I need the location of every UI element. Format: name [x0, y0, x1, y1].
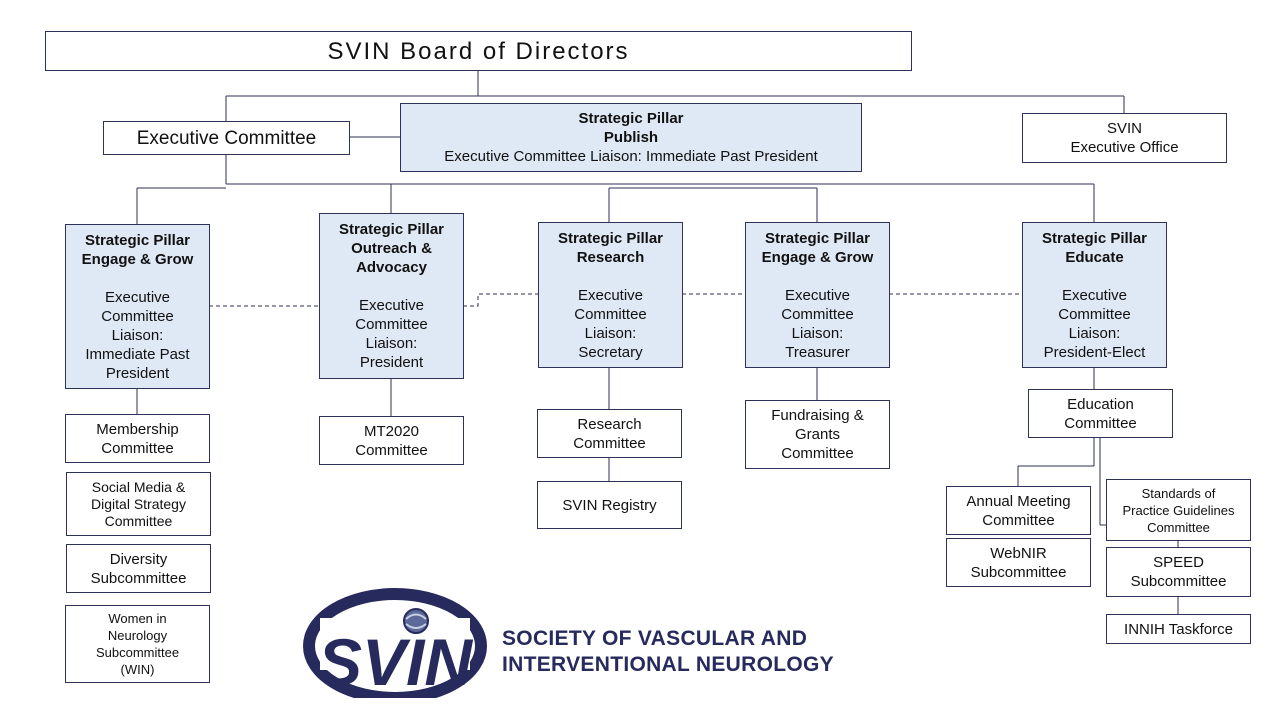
exec-office-line2: Executive Office [1070, 139, 1179, 156]
executive-office-box: SVIN Executive Office [1022, 113, 1227, 163]
publish-pillar-liaison: Executive Committee Liaison: Immediate P… [444, 148, 818, 165]
box-line: Annual Meeting [966, 492, 1071, 510]
liaison-line: Secretary [578, 344, 643, 361]
webnir-subcommittee-box: WebNIR Subcommittee [946, 538, 1091, 587]
box-line: Research [577, 415, 642, 433]
pillar-subtitle: Research [576, 249, 645, 266]
pillar-outreach-advocacy: Strategic Pillar Outreach & Advocacy Exe… [319, 213, 464, 379]
box-line: Committee [101, 439, 174, 457]
liaison-line: Committee [101, 308, 174, 325]
box-line: Subcommittee [90, 569, 187, 587]
svin-logo-mark: SVIN [303, 588, 487, 698]
diversity-subcommittee-box: Diversity Subcommittee [66, 544, 211, 593]
pillar-engage-grow-2: Strategic Pillar Engage & Grow Executive… [745, 222, 890, 368]
box-line: Women in [108, 611, 167, 626]
executive-committee-label: Executive Committee [136, 127, 317, 149]
liaison-line: Liaison: [791, 325, 844, 342]
pillar-research: Strategic Pillar Research Executive Comm… [538, 222, 683, 368]
pillar-engage-grow-1: Strategic Pillar Engage & Grow Executive… [65, 224, 210, 389]
liaison-line: Liaison: [584, 325, 637, 342]
society-name: SOCIETY OF VASCULAR AND INTERVENTIONAL N… [502, 626, 834, 678]
liaison-line: Committee [781, 306, 854, 323]
box-line: Committee [1064, 414, 1137, 432]
liaison-line: Executive [784, 287, 851, 304]
box-line: INNIH Taskforce [1124, 620, 1233, 638]
publish-pillar-title: Strategic Pillar [578, 110, 684, 127]
box-line: Committee [355, 441, 428, 459]
pillar-subtitle: Engage & Grow [761, 249, 874, 266]
publish-pillar-subtitle: Publish [603, 129, 659, 146]
liaison-line: President-Elect [1043, 344, 1146, 361]
annual-meeting-committee-box: Annual Meeting Committee [946, 486, 1091, 535]
standards-committee-box: Standards of Practice Guidelines Committ… [1106, 479, 1251, 541]
pillar-subtitle: Educate [1065, 249, 1124, 266]
box-line: (WIN) [120, 662, 155, 677]
box-line: Committee [104, 512, 173, 529]
education-committee-box: Education Committee [1028, 389, 1173, 438]
pillar-title: Strategic Pillar [84, 232, 191, 249]
box-line: Digital Strategy [91, 495, 186, 512]
pillar-title: Strategic Pillar [1041, 230, 1148, 247]
liaison-line: Committee [355, 316, 428, 333]
liaison-line: Committee [1058, 306, 1131, 323]
liaison-line: Executive [358, 297, 425, 314]
liaison-line: Executive [1061, 287, 1128, 304]
society-name-line1: SOCIETY OF VASCULAR AND [502, 627, 808, 650]
pillar-title: Strategic Pillar [338, 221, 445, 238]
liaison-line: Executive [104, 289, 171, 306]
exec-office-line1: SVIN [1106, 120, 1142, 137]
pillar-subtitle: Engage & Grow [81, 251, 194, 268]
win-subcommittee-box: Women in Neurology Subcommittee (WIN) [65, 605, 210, 683]
liaison-line: Executive [577, 287, 644, 304]
liaison-line: Liaison: [365, 335, 418, 352]
box-line: Diversity [109, 550, 168, 568]
box-line: Neurology [107, 628, 168, 643]
mt2020-committee-box: MT2020 Committee [319, 416, 464, 465]
box-line: Membership [96, 420, 179, 438]
publish-pillar-box: Strategic Pillar Publish Executive Commi… [400, 103, 862, 172]
liaison-line: Treasurer [785, 344, 850, 361]
board-title: SVIN Board of Directors [327, 37, 630, 65]
svin-registry-box: SVIN Registry [537, 481, 682, 529]
svin-logo-text: SVIN [318, 625, 473, 698]
box-line: Practice Guidelines [1122, 502, 1235, 518]
box-line: Subcommittee [95, 645, 180, 660]
box-line: SPEED [1153, 554, 1204, 571]
liaison-line: Immediate Past [85, 346, 190, 363]
pillar-title: Strategic Pillar [557, 230, 664, 247]
box-line: Fundraising & [771, 407, 864, 424]
liaison-line: Liaison: [1068, 325, 1121, 342]
box-line: Subcommittee [1130, 573, 1227, 590]
box-line: Committee [982, 511, 1055, 529]
box-line: WebNIR [990, 544, 1047, 562]
research-committee-box: Research Committee [537, 409, 682, 458]
pillar-subtitle: Advocacy [356, 259, 427, 276]
liaison-line: Liaison: [111, 327, 164, 344]
liaison-line: Committee [574, 306, 647, 323]
pillar-title: Strategic Pillar [764, 230, 871, 247]
fundraising-committee-box: Fundraising & Grants Committee [745, 400, 890, 469]
box-line: Subcommittee [970, 563, 1067, 581]
liaison-line: President [105, 365, 170, 382]
box-line: Committee [781, 445, 854, 462]
membership-committee-box: Membership Committee [65, 414, 210, 463]
social-media-committee-box: Social Media & Digital Strategy Committe… [66, 472, 211, 536]
box-line: Social Media & [91, 478, 186, 495]
board-of-directors-box: SVIN Board of Directors [45, 31, 912, 71]
box-line: Standards of [1141, 485, 1216, 501]
society-name-line2: INTERVENTIONAL NEUROLOGY [502, 653, 834, 676]
pillar-subtitle: Outreach & [351, 240, 432, 257]
liaison-line: President [359, 354, 424, 371]
box-line: Grants [794, 426, 840, 443]
innih-taskforce-box: INNIH Taskforce [1106, 614, 1251, 644]
box-line: Committee [573, 434, 646, 452]
box-line: Committee [1147, 519, 1210, 535]
box-line: Education [1067, 395, 1134, 413]
pillar-educate: Strategic Pillar Educate Executive Commi… [1022, 222, 1167, 368]
box-line: SVIN Registry [562, 496, 657, 514]
executive-committee-box: Executive Committee [103, 121, 350, 155]
speed-subcommittee-box: SPEED Subcommittee [1106, 547, 1251, 597]
box-line: MT2020 [363, 422, 420, 440]
